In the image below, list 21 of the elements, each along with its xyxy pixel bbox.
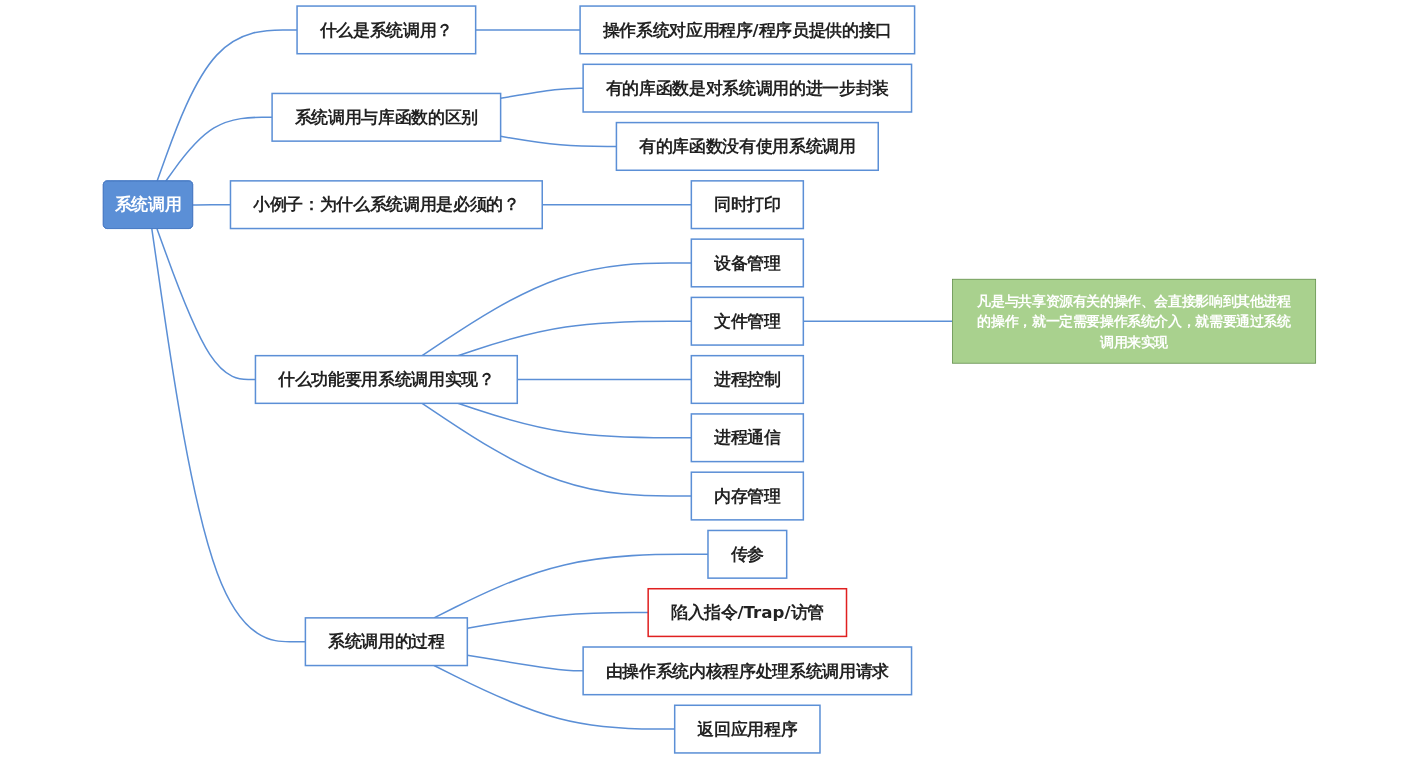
node-box: 进程通信 (690, 413, 805, 463)
connector (156, 29, 298, 182)
node-box: 内存管理 (690, 471, 805, 521)
node-box: 凡是与共享资源有关的操作、会直接影响到其他进程的操作，就一定需要操作系统介入，就需要通过系统调用来实现 (952, 278, 1317, 364)
node-box: 返回应用程序 (673, 704, 821, 754)
node-box: 有的库函数是对系统调用的进一步封装 (582, 63, 913, 113)
node-box: 小例子：为什么系统调用是必须的？ (229, 180, 543, 230)
node-box: 系统调用与库函数的区别 (271, 92, 502, 142)
node-box: 进程控制 (690, 354, 805, 405)
node-box: 什么是系统调用？ (296, 5, 477, 55)
node-box: 什么功能要用系统调用实现？ (254, 354, 519, 405)
connector (164, 116, 273, 182)
node-box: 由操作系统内核程序处理系统调用请求 (582, 646, 913, 696)
node-box: 操作系统对应用程序/程序员提供的接口 (579, 5, 916, 55)
node-box: 文件管理 (690, 296, 805, 346)
node-box: 陷入指令/Trap/访管 (647, 588, 848, 638)
node-box: 同时打印 (690, 180, 805, 230)
node-box: 有的库函数没有使用系统调用 (615, 121, 879, 171)
node-box: 设备管理 (690, 238, 805, 288)
node-box: 传参 (707, 529, 788, 579)
node-box: 系统调用的过程 (304, 617, 469, 667)
